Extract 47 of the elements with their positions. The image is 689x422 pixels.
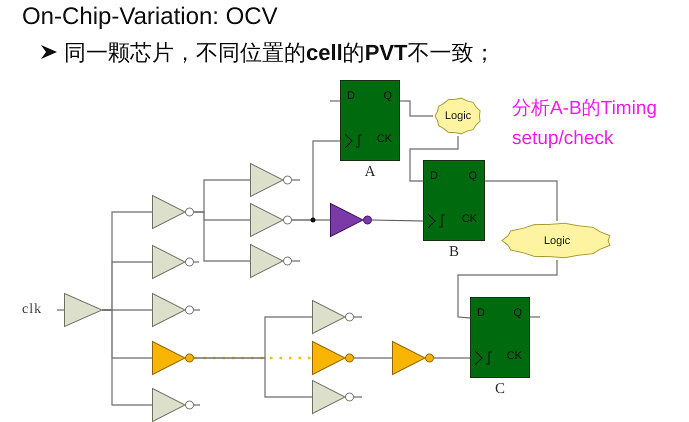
wire bbox=[194, 357, 312, 398]
wire bbox=[194, 211, 250, 262]
pin-label: Q bbox=[383, 90, 392, 102]
bullet-text: 同一颗芯片，不同位置的cell的PVT不一致； bbox=[64, 39, 496, 67]
inverter-symbol bbox=[330, 203, 372, 237]
dotted-wire bbox=[194, 356, 312, 360]
inverter-symbol bbox=[312, 300, 354, 334]
wire bbox=[485, 180, 558, 221]
wire bbox=[102, 309, 152, 406]
inverter-symbol bbox=[152, 388, 194, 422]
pin-label: Q bbox=[468, 170, 477, 182]
pin-label: CK bbox=[506, 350, 522, 362]
logic-label: Logic bbox=[444, 110, 472, 122]
pin-label: CK bbox=[376, 133, 392, 145]
flip-flop-box bbox=[470, 297, 530, 378]
inverter-symbol bbox=[250, 203, 292, 237]
wire bbox=[354, 357, 392, 359]
buffer-symbol bbox=[64, 293, 102, 327]
pin-label: CK bbox=[462, 213, 477, 225]
inverter-symbol bbox=[312, 341, 354, 375]
flip-flop-name: C bbox=[494, 381, 506, 398]
signal-label: clk bbox=[22, 302, 42, 318]
flip-flop-box bbox=[340, 80, 400, 161]
wire bbox=[434, 357, 470, 359]
inverter-symbol bbox=[152, 293, 194, 327]
inverter-symbol bbox=[250, 244, 292, 278]
logic-label: Logic bbox=[544, 234, 570, 246]
wire bbox=[409, 136, 459, 182]
pin-label: D bbox=[347, 90, 355, 102]
flip-flop-box bbox=[423, 160, 485, 241]
pin-label: Q bbox=[513, 307, 522, 319]
annotation-text: 分析A-B的Timing setup/check bbox=[512, 97, 658, 151]
wire bbox=[372, 219, 424, 222]
inverter-symbol bbox=[250, 163, 292, 197]
inverter-symbol bbox=[152, 341, 194, 375]
wire bbox=[292, 219, 330, 221]
flip-flop-name: A bbox=[364, 164, 376, 181]
flip-flop-name: B bbox=[448, 244, 460, 261]
inverter-symbol bbox=[392, 341, 434, 375]
inverter-symbol bbox=[312, 380, 354, 414]
inverter-symbol bbox=[152, 245, 194, 279]
pin-label: D bbox=[477, 307, 485, 319]
pin-label: D bbox=[430, 170, 438, 182]
inverter-symbol bbox=[152, 195, 194, 229]
wire bbox=[457, 260, 558, 319]
wire bbox=[400, 100, 433, 117]
title: On-Chip-Variation: OCV bbox=[22, 3, 278, 31]
